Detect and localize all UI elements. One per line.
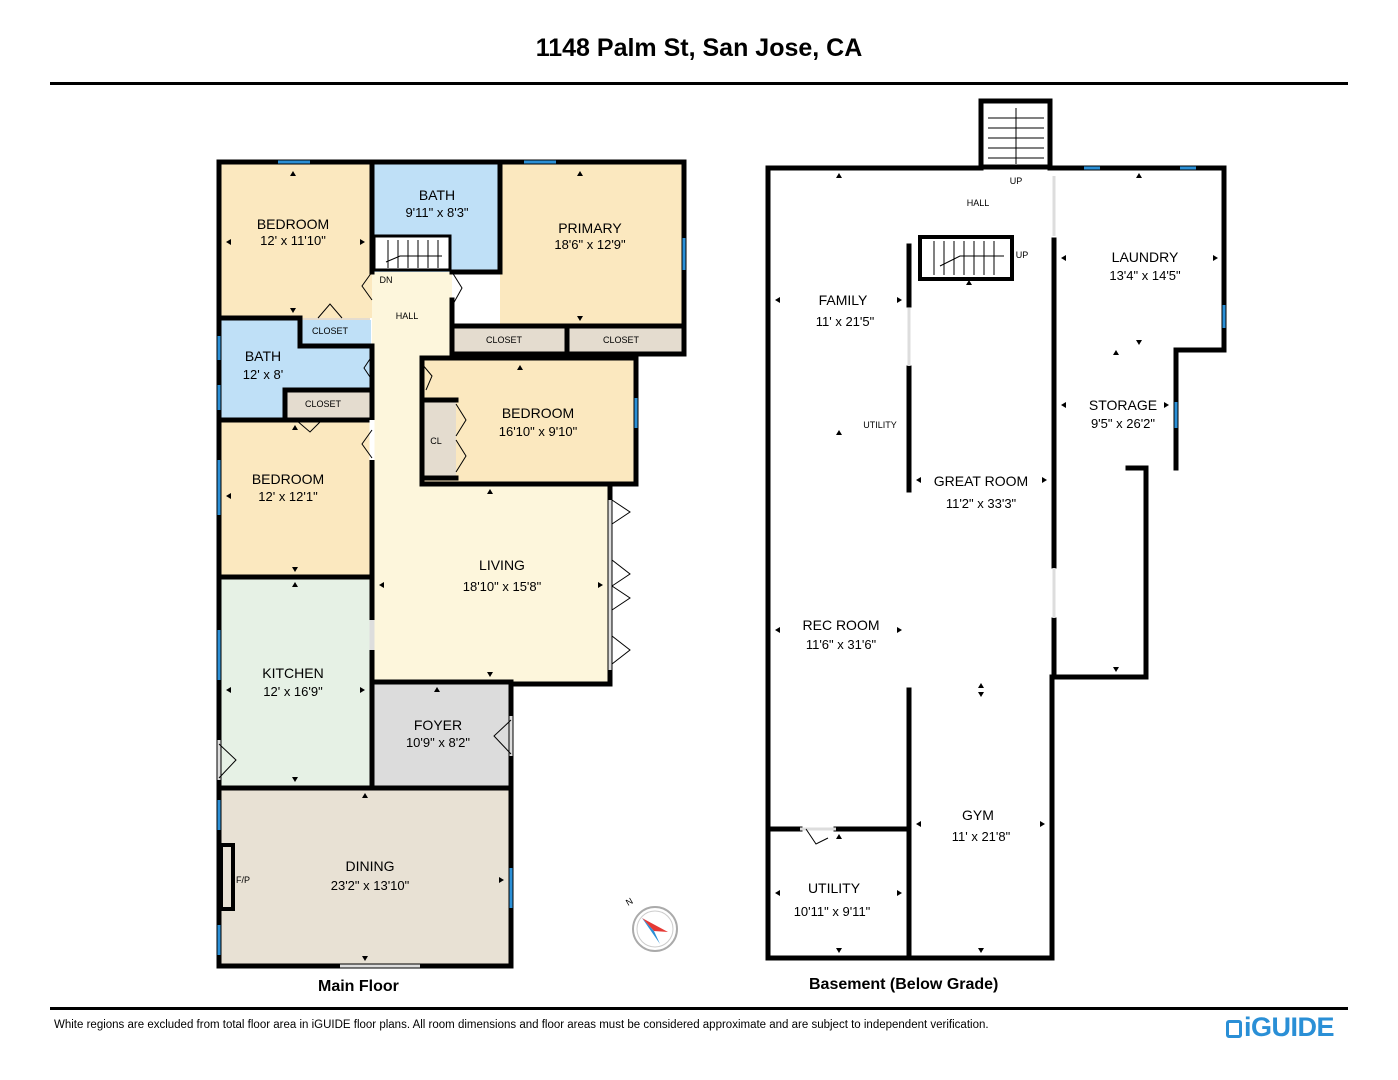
basement-up-label-1: UP — [1010, 176, 1023, 186]
main-floor-windows — [217, 160, 686, 955]
basement-openings — [800, 176, 1056, 845]
compass-north-label: N — [624, 896, 635, 908]
room-dims-laundry: 13'4" x 14'5" — [1109, 268, 1181, 283]
cl-label: CL — [430, 436, 442, 446]
iguide-logo: iGUIDE — [1226, 1012, 1335, 1043]
room-name-storage: STORAGE — [1089, 397, 1157, 413]
closet-3-fill — [568, 326, 684, 354]
compass-icon: N — [624, 896, 678, 952]
room-name-great-room: GREAT ROOM — [934, 473, 1028, 489]
room-name-bedroom-1: BEDROOM — [257, 216, 329, 232]
closet-label-1: CLOSET — [312, 326, 349, 336]
closet-4-fill — [285, 390, 370, 420]
room-name-living: LIVING — [479, 557, 525, 573]
basement-stairs-up — [978, 98, 1053, 170]
room-name-bath-2: BATH — [245, 348, 281, 364]
room-dims-bedroom-1: 12' x 11'10" — [260, 233, 326, 248]
living-fill — [372, 486, 610, 682]
closet-label-2: CLOSET — [486, 335, 523, 345]
room-dims-gym: 11' x 21'8" — [952, 829, 1011, 844]
room-name-bedroom-3: BEDROOM — [252, 471, 324, 487]
room-dims-primary: 18'6" x 12'9" — [554, 237, 626, 252]
basement-caption: Basement (Below Grade) — [809, 976, 999, 993]
room-dims-foyer: 10'9" x 8'2" — [406, 735, 470, 750]
room-dims-living: 18'10" x 15'8" — [463, 579, 542, 594]
bedroom-3-fill — [219, 422, 372, 577]
iguide-logo-text: iGUIDE — [1244, 1012, 1335, 1042]
page-title: 1148 Palm St, San Jose, CA — [535, 34, 863, 62]
basement-walls — [765, 165, 1227, 961]
fireplace-label: F/P — [236, 875, 250, 885]
room-name-kitchen: KITCHEN — [262, 665, 323, 681]
dining-fill — [219, 788, 511, 966]
room-name-bedroom-2: BEDROOM — [502, 405, 574, 421]
room-dims-family: 11' x 21'5" — [816, 314, 875, 329]
iguide-logo-icon — [1226, 1020, 1242, 1038]
closet-2-fill — [452, 326, 566, 354]
room-name-dining: DINING — [346, 858, 395, 874]
room-dims-bedroom-2: 16'10" x 9'10" — [499, 424, 578, 439]
basement-utility-label: UTILITY — [863, 420, 897, 430]
dimension-markers — [226, 171, 1218, 961]
stairs-down-label: DN — [380, 275, 393, 285]
basement-windows — [1084, 166, 1226, 428]
room-dims-bath-1: 9'11" x 8'3" — [405, 205, 468, 220]
room-name-gym: GYM — [962, 807, 994, 823]
room-name-laundry: LAUNDRY — [1112, 249, 1179, 265]
basement-plan: HALL UP UP UTILITY FAMILY 11' x 21'5" LA… — [765, 98, 1227, 961]
header-divider — [50, 82, 1348, 85]
room-dims-bath-2: 12' x 8' — [243, 367, 283, 382]
closet-label-3: CLOSET — [603, 335, 640, 345]
footer-divider — [50, 1007, 1348, 1010]
room-name-foyer: FOYER — [414, 717, 462, 733]
kitchen-fill — [219, 577, 372, 787]
room-dims-storage: 9'5" x 26'2" — [1091, 416, 1155, 431]
room-name-primary: PRIMARY — [558, 220, 622, 236]
hall-label: HALL — [396, 311, 419, 321]
cl-fill — [422, 400, 456, 478]
basement-up-label-2: UP — [1016, 250, 1029, 260]
room-name-family: FAMILY — [819, 292, 868, 308]
room-dims-rec-room: 11'6" x 31'6" — [806, 637, 877, 652]
main-stairs — [372, 234, 452, 272]
primary-fill — [500, 164, 684, 326]
room-dims-great-room: 11'2" x 33'3" — [946, 496, 1017, 511]
main-floor-plan: BEDROOM 12' x 11'10" BATH 9'11" x 8'3" P… — [216, 159, 687, 969]
basement-hall-label: HALL — [967, 198, 990, 208]
bedroom-1-fill — [219, 164, 372, 318]
room-dims-dining: 23'2" x 13'10" — [331, 878, 410, 893]
room-name-rec-room: REC ROOM — [803, 617, 880, 633]
disclaimer-text: White regions are excluded from total fl… — [54, 1019, 989, 1031]
main-floor-caption: Main Floor — [318, 978, 399, 995]
room-name-utility: UTILITY — [808, 880, 861, 896]
room-name-bath-1: BATH — [419, 187, 455, 203]
main-floor-doors — [217, 271, 631, 968]
foyer-fill — [372, 682, 510, 788]
room-dims-bedroom-3: 12' x 12'1" — [258, 489, 318, 504]
basement-inner-stairs — [918, 235, 1014, 281]
closet-label-4: CLOSET — [305, 399, 342, 409]
room-dims-kitchen: 12' x 16'9" — [263, 684, 323, 699]
bedroom-2-fill — [422, 358, 636, 484]
room-dims-utility: 10'11" x 9'11" — [794, 904, 871, 919]
